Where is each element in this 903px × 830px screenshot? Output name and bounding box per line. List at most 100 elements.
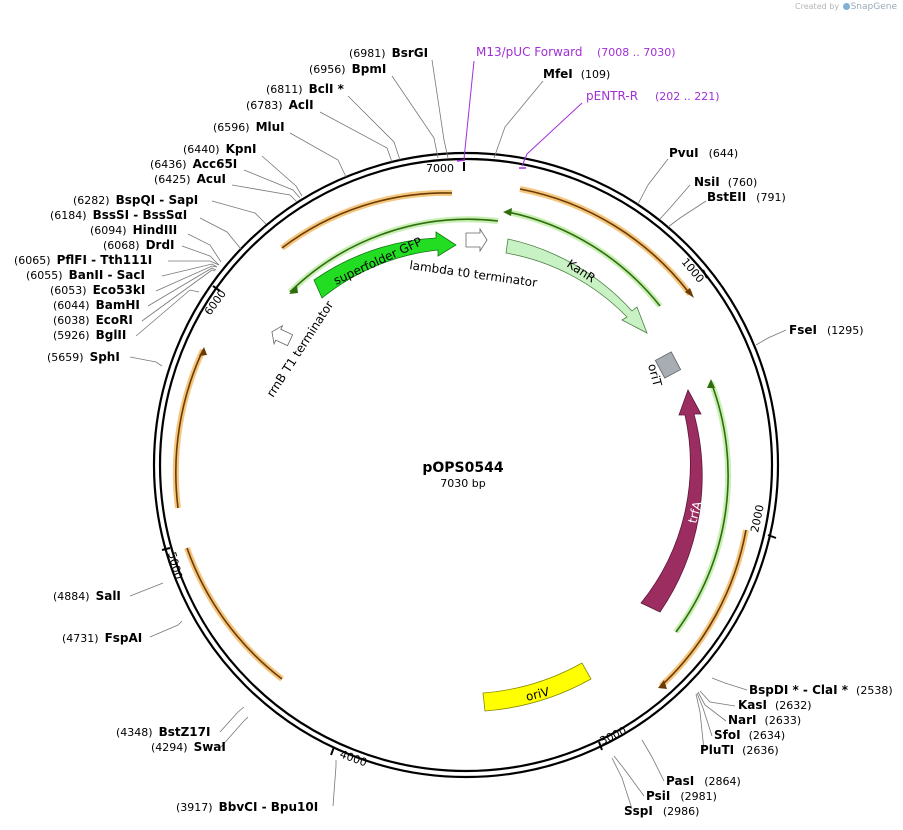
leader-hindiii bbox=[187, 233, 222, 263]
site-fsei: FseI(1295) bbox=[789, 323, 864, 337]
tick-3000: 3000 bbox=[598, 724, 629, 748]
feature-arc-left bbox=[172, 348, 206, 509]
site-bamhi: (6044)BamHI bbox=[53, 298, 140, 312]
leader-sfoi bbox=[696, 692, 713, 737]
plasmid-length: 7030 bp bbox=[440, 477, 485, 490]
leader-psii bbox=[613, 755, 645, 797]
feature-arc-top-left-core bbox=[281, 192, 453, 249]
primer-pentr-range: (202 .. 221) bbox=[655, 90, 720, 103]
tick-2000: 2000 bbox=[748, 504, 767, 534]
leader-bstz17i bbox=[219, 706, 245, 733]
site-psii: PsiI(2981) bbox=[646, 789, 717, 803]
site-bstz17i: (4348)BstZ17I bbox=[116, 725, 210, 739]
snapgene-brand-text: SnapGene bbox=[850, 2, 897, 12]
site-acui: (6425)AcuI bbox=[154, 172, 226, 186]
site-ecori: (6038)EcoRI bbox=[53, 313, 133, 327]
lambda-terminator-label: lambda t0 terminator bbox=[409, 258, 538, 290]
site-acc65i: (6436)Acc65I bbox=[150, 157, 237, 171]
feature-green-top-right-core bbox=[507, 211, 661, 307]
leader-banii bbox=[161, 263, 218, 277]
trfa-arrow bbox=[640, 389, 703, 613]
lambda-terminator-icon bbox=[465, 227, 488, 253]
leader-sspi bbox=[611, 757, 633, 810]
site-banii-saci: (6055)BanII - SacI bbox=[26, 268, 145, 282]
leader-pluti bbox=[695, 693, 705, 751]
leader-pvui bbox=[637, 158, 669, 205]
primer-m13-leader bbox=[463, 60, 475, 160]
created-by-text: Created by bbox=[795, 2, 840, 11]
leader-bsssi bbox=[199, 217, 242, 250]
leader-nari bbox=[697, 691, 727, 722]
leader-bsrgi bbox=[431, 59, 449, 159]
feature-green-top-arrow bbox=[289, 286, 298, 294]
site-pflfi-tth111i: (6065)PflFI - Tth111I bbox=[14, 253, 152, 267]
sites-right: MfeI(109) PvuI(644) NsiI(760) BstEII(791… bbox=[543, 67, 893, 818]
site-acli: (6783)AclI bbox=[246, 98, 314, 112]
tick-4000-mark bbox=[330, 746, 335, 756]
leader-bbvci bbox=[332, 760, 337, 807]
site-sali: (4884)SalI bbox=[53, 589, 121, 603]
backbone-outer bbox=[152, 151, 780, 779]
site-drdi: (6068)DrdI bbox=[103, 238, 175, 252]
orit-label: oriT bbox=[645, 362, 665, 388]
rrnb-terminator-label: rrnB T1 terminator bbox=[264, 298, 337, 399]
feature-green-right-arrow bbox=[707, 379, 715, 388]
primer-m13-mark bbox=[456, 159, 466, 162]
tick-7000: 7000 bbox=[426, 162, 454, 175]
leader-drdi bbox=[181, 245, 220, 266]
feature-arc-right-arrow bbox=[658, 680, 667, 689]
leader-bpmi bbox=[391, 75, 439, 159]
site-bsteii: BstEII(791) bbox=[707, 190, 786, 204]
leader-acui bbox=[231, 184, 298, 203]
site-bglii: (5926)BglII bbox=[53, 328, 126, 342]
feature-arc-top-right-core bbox=[519, 188, 691, 295]
site-sspi: SspI(2986) bbox=[624, 804, 699, 818]
oriv-box bbox=[482, 662, 592, 712]
sites-left: (6981)BsrGI (6956)BpmI (6811)BclI * (678… bbox=[14, 46, 428, 814]
snapgene-watermark: Created by SnapGene bbox=[795, 2, 897, 12]
leader-nsii bbox=[659, 184, 691, 220]
leader-sali bbox=[129, 582, 164, 597]
site-eco53ki: (6053)Eco53kI bbox=[50, 283, 145, 297]
leader-pasi bbox=[641, 739, 665, 782]
leader-eco53ki bbox=[155, 265, 218, 292]
site-leaders-left bbox=[129, 59, 449, 807]
feature-green-top-core bbox=[289, 218, 499, 293]
primer-m13-range: (7008 .. 7030) bbox=[597, 46, 676, 59]
site-sphi: (5659)SphI bbox=[47, 350, 120, 364]
orange-features bbox=[172, 186, 749, 689]
oriv-label: oriV bbox=[524, 684, 551, 704]
kanr-arrow bbox=[505, 238, 648, 334]
site-bsrgi: (6981)BsrGI bbox=[349, 46, 428, 60]
leader-acc65i bbox=[243, 169, 301, 199]
tick-5000-mark bbox=[161, 547, 171, 551]
leader-kasi bbox=[699, 690, 736, 707]
site-bspqi-sapi: (6282)BspQI - SapI bbox=[73, 193, 198, 207]
leader-ecori bbox=[141, 269, 216, 322]
site-mlui: (6596)MluI bbox=[213, 120, 285, 134]
site-bbvci-bpu10i: (3917)BbvCI - Bpu10I bbox=[176, 800, 318, 814]
site-sfoi: SfoI(2634) bbox=[714, 728, 785, 742]
site-kasi: KasI(2632) bbox=[738, 698, 812, 712]
tick-2000-mark bbox=[767, 534, 777, 539]
leader-bspdi bbox=[711, 677, 748, 691]
primer-pentr-name: pENTR-R bbox=[586, 89, 638, 103]
site-mfei: MfeI(109) bbox=[543, 67, 610, 81]
site-swai: (4294)SwaI bbox=[151, 740, 226, 754]
leader-sphi bbox=[129, 356, 163, 367]
site-pasi: PasI(2864) bbox=[666, 774, 741, 788]
leader-mlui bbox=[289, 132, 347, 178]
tick-4000: 4000 bbox=[338, 748, 369, 770]
site-bsssi-bsssai: (6184)BssSI - BssSαI bbox=[50, 208, 187, 222]
site-pvui: PvuI(644) bbox=[669, 146, 738, 160]
leader-swai bbox=[219, 716, 249, 749]
feature-arc-top-right-arrow bbox=[685, 288, 694, 298]
leader-pflfi bbox=[168, 260, 220, 266]
feature-arc-left-arrow bbox=[199, 347, 207, 356]
tick-5000: 5000 bbox=[165, 550, 185, 580]
plasmid-name: pOPS0544 bbox=[422, 460, 503, 476]
rrnb-terminator-icon bbox=[271, 324, 294, 347]
feature-arc-bottom-left-core bbox=[186, 547, 283, 680]
site-fspai: (4731)FspAI bbox=[62, 631, 142, 645]
feature-arc-bottom-left bbox=[184, 547, 284, 682]
